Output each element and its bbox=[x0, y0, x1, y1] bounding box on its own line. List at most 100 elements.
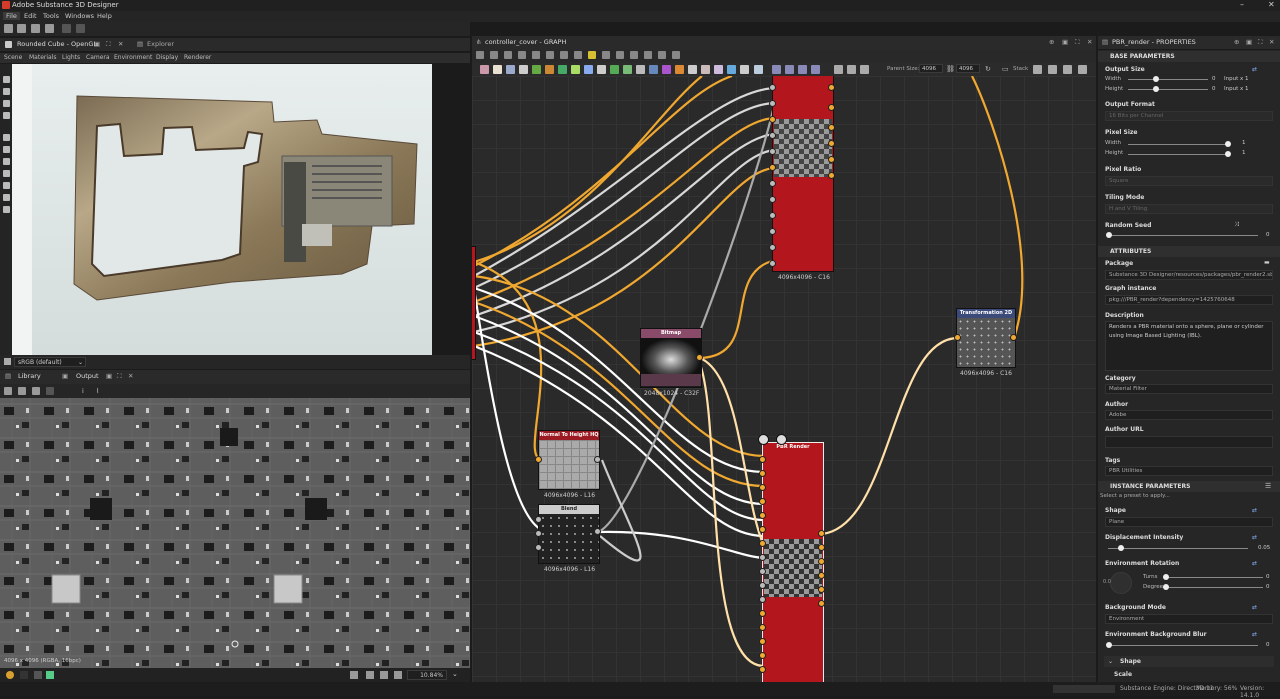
graph-tool-12-icon[interactable] bbox=[630, 51, 638, 59]
redo-icon[interactable] bbox=[76, 24, 85, 33]
output-height-knob[interactable] bbox=[1153, 86, 1159, 92]
save-image-icon[interactable] bbox=[32, 387, 40, 395]
node-palette-18-icon[interactable] bbox=[701, 65, 710, 74]
bg-mode-select[interactable]: Environment bbox=[1105, 614, 1273, 624]
submenu-display[interactable]: Display bbox=[156, 54, 179, 61]
graph-instance-field[interactable]: pkg:///PBR_render?dependency=1425760648 bbox=[1105, 295, 1273, 305]
input-node[interactable] bbox=[472, 246, 476, 360]
transform-input-port[interactable] bbox=[954, 334, 961, 341]
node-palette-10-icon[interactable] bbox=[597, 65, 606, 74]
menu-edit[interactable]: Edit bbox=[24, 12, 37, 20]
light-icon[interactable] bbox=[3, 88, 10, 95]
render-icon[interactable] bbox=[3, 112, 10, 119]
new-icon[interactable] bbox=[4, 24, 13, 33]
node-palette-9-icon[interactable] bbox=[584, 65, 593, 74]
tangent-icon[interactable] bbox=[3, 194, 10, 201]
section-instance-parameters[interactable]: INSTANCE PARAMETERS bbox=[1098, 481, 1280, 492]
save-icon[interactable] bbox=[31, 24, 40, 33]
axis-icon[interactable] bbox=[3, 146, 10, 153]
port[interactable] bbox=[818, 600, 825, 607]
pixel-height-knob[interactable] bbox=[1225, 151, 1231, 157]
info-icon[interactable]: i bbox=[82, 387, 84, 395]
random-seed-knob[interactable] bbox=[1106, 232, 1112, 238]
comment-icon[interactable] bbox=[834, 65, 843, 74]
category-field[interactable]: Material Filter bbox=[1105, 384, 1273, 394]
graph-canvas[interactable]: 4096x4096 - C16 Bitmap 2048x1024 - C32F … bbox=[472, 76, 1096, 682]
turns-knob[interactable] bbox=[1163, 574, 1169, 580]
output-height-slider[interactable] bbox=[1128, 86, 1208, 92]
port[interactable] bbox=[759, 540, 766, 547]
node-palette-19-icon[interactable] bbox=[714, 65, 723, 74]
graph-tool-11-icon[interactable] bbox=[616, 51, 624, 59]
node-palette-16-icon[interactable] bbox=[675, 65, 684, 74]
submenu-renderer[interactable]: Renderer bbox=[184, 54, 212, 61]
3d-viewport[interactable] bbox=[12, 64, 432, 355]
graph-tool-1-icon[interactable] bbox=[476, 51, 484, 59]
description-field[interactable]: Renders a PBR material onto a sphere, pl… bbox=[1105, 321, 1273, 371]
pixel-ratio-select[interactable]: Square bbox=[1105, 176, 1273, 186]
submenu-materials[interactable]: Materials bbox=[29, 54, 57, 61]
port[interactable] bbox=[828, 104, 835, 111]
port[interactable] bbox=[759, 456, 766, 463]
node-palette-4-icon[interactable] bbox=[519, 65, 528, 74]
maximize-icon[interactable]: ⛶ bbox=[106, 40, 111, 48]
node-palette-2-icon[interactable] bbox=[493, 65, 502, 74]
layers-icon[interactable] bbox=[3, 182, 10, 189]
blend-output-port[interactable] bbox=[594, 528, 601, 535]
port[interactable] bbox=[769, 148, 776, 155]
node-palette-7-icon[interactable] bbox=[558, 65, 567, 74]
port[interactable] bbox=[828, 124, 835, 131]
tab-explorer[interactable]: Explorer bbox=[147, 40, 175, 48]
displacement-knob[interactable] bbox=[1118, 545, 1124, 551]
degrees-slider[interactable] bbox=[1163, 584, 1263, 590]
tab-3d-view[interactable]: Rounded Cube - OpenGL bbox=[17, 40, 98, 48]
port[interactable] bbox=[769, 260, 776, 267]
displacement-slider[interactable] bbox=[1108, 545, 1248, 551]
histogram-icon[interactable]: ⌇ bbox=[96, 387, 100, 395]
node-palette-25-icon[interactable] bbox=[798, 65, 807, 74]
output-2d-view[interactable] bbox=[0, 398, 470, 668]
port[interactable] bbox=[759, 526, 766, 533]
port[interactable] bbox=[759, 666, 766, 673]
blend-input-port-1[interactable] bbox=[535, 516, 542, 523]
export-icon[interactable] bbox=[18, 387, 26, 395]
bitmap-node[interactable]: Bitmap bbox=[640, 328, 702, 388]
submenu-camera[interactable]: Camera bbox=[86, 54, 110, 61]
align-3-icon[interactable] bbox=[1063, 65, 1072, 74]
port[interactable] bbox=[818, 558, 825, 565]
channel-mono-icon[interactable] bbox=[34, 671, 42, 679]
bitmap-output-port[interactable] bbox=[696, 354, 703, 361]
pbr-render-node[interactable]: PBR Render bbox=[762, 442, 824, 682]
node-palette-15-icon[interactable] bbox=[662, 65, 671, 74]
node-palette-20-icon[interactable] bbox=[727, 65, 736, 74]
pixel-width-knob[interactable] bbox=[1225, 141, 1231, 147]
turns-slider[interactable] bbox=[1163, 574, 1263, 580]
preset-select[interactable]: Select a preset to apply... bbox=[1100, 493, 1170, 499]
stats-icon[interactable] bbox=[3, 206, 10, 213]
close-tab-icon[interactable]: ✕ bbox=[118, 40, 124, 48]
graph-tool-13-icon[interactable] bbox=[644, 51, 652, 59]
normal-output-port[interactable] bbox=[594, 456, 601, 463]
pin-icon[interactable]: ⊕ bbox=[1049, 38, 1055, 46]
output-width-knob[interactable] bbox=[1153, 76, 1159, 82]
submenu-lights[interactable]: Lights bbox=[62, 54, 81, 61]
port[interactable] bbox=[759, 470, 766, 477]
pin-props-icon[interactable]: ⊕ bbox=[1234, 38, 1240, 46]
tiling-mode-select[interactable]: H and V Tiling bbox=[1105, 204, 1273, 214]
port[interactable] bbox=[759, 512, 766, 519]
minimize-icon[interactable]: – bbox=[1240, 0, 1244, 9]
close-props-icon[interactable]: ✕ bbox=[1269, 38, 1275, 46]
degrees-knob[interactable] bbox=[1163, 584, 1169, 590]
parent-size-select[interactable]: 4096 bbox=[919, 64, 943, 73]
tab-library[interactable]: Library bbox=[18, 372, 41, 380]
transform-output-port[interactable] bbox=[1010, 334, 1017, 341]
history-icon[interactable] bbox=[46, 387, 54, 395]
transformation-2d-node[interactable]: Transformation 2D bbox=[956, 308, 1016, 368]
node-palette-5-icon[interactable] bbox=[532, 65, 541, 74]
output-size-link-icon[interactable]: ⇄ bbox=[1252, 66, 1258, 73]
port[interactable] bbox=[769, 212, 776, 219]
zoom-field[interactable]: 10.84% bbox=[407, 670, 447, 680]
node-palette-3-icon[interactable] bbox=[506, 65, 515, 74]
port[interactable] bbox=[828, 140, 835, 147]
shape-link-icon[interactable]: ⇄ bbox=[1252, 507, 1258, 514]
